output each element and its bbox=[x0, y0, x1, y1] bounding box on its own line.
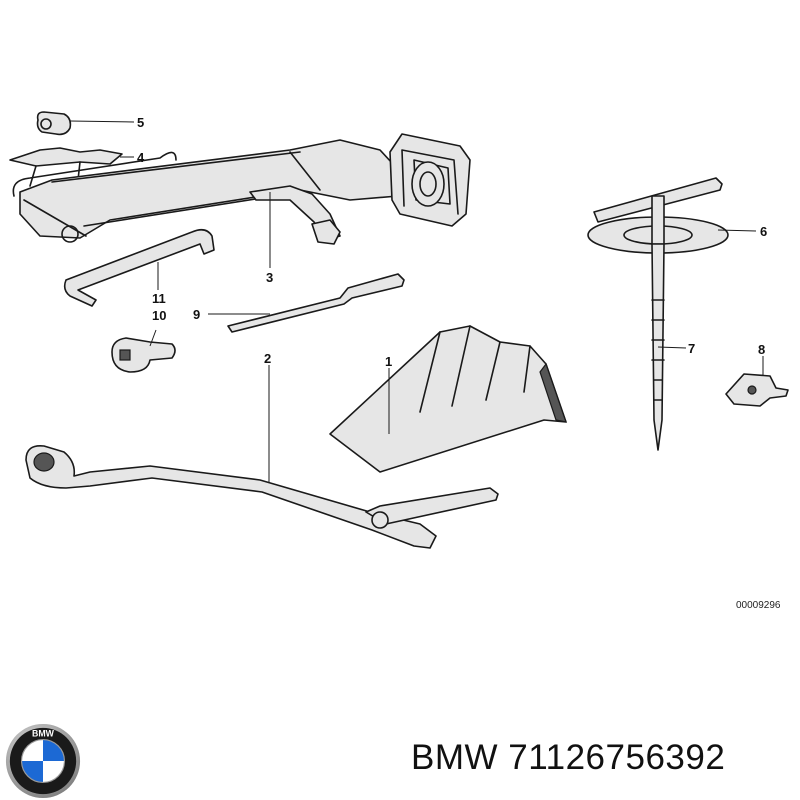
logo-blue-quadrant bbox=[43, 739, 65, 761]
callout-6: 6 bbox=[760, 224, 767, 239]
leader-lines bbox=[69, 120, 764, 482]
brand-name: BMW bbox=[411, 738, 499, 777]
callout-8: 8 bbox=[758, 342, 765, 357]
part-wheel-brace-2 bbox=[25, 444, 499, 549]
callout-4: 4 bbox=[137, 150, 145, 165]
callout-3: 3 bbox=[266, 270, 273, 285]
callout-5: 5 bbox=[137, 115, 144, 130]
logo-blue-quadrant bbox=[21, 761, 43, 783]
callout-7: 7 bbox=[688, 341, 695, 356]
part-crank-handle-11 bbox=[63, 228, 215, 307]
diagram-reference-code: 00009296 bbox=[736, 600, 781, 611]
callout-10: 10 bbox=[152, 308, 166, 323]
part-spare-wheel-bolt-6-7 bbox=[587, 177, 729, 451]
logo-white-quadrant bbox=[21, 739, 43, 761]
part-bolt-10 bbox=[111, 337, 176, 373]
callout-11: 11 bbox=[152, 291, 166, 306]
brand-part-number: BMW 71126756392 bbox=[411, 738, 725, 778]
logo-white-quadrant bbox=[43, 761, 65, 783]
part-clip-5 bbox=[36, 111, 72, 136]
parts-diagram: 5 4 3 11 10 9 2 1 6 7 8 bbox=[9, 111, 789, 549]
callout-1: 1 bbox=[385, 354, 392, 369]
part-jack-3 bbox=[12, 133, 471, 245]
logo-lettering: BMW bbox=[32, 729, 55, 739]
part-clip-nut-8 bbox=[725, 373, 789, 407]
callout-9: 9 bbox=[193, 307, 200, 322]
part-wheel-chock-1 bbox=[329, 325, 567, 473]
bmw-roundel-logo: BMW bbox=[5, 723, 81, 799]
part-number: 71126756392 bbox=[508, 738, 726, 777]
callout-2: 2 bbox=[264, 351, 271, 366]
part-rod-9 bbox=[227, 273, 405, 333]
